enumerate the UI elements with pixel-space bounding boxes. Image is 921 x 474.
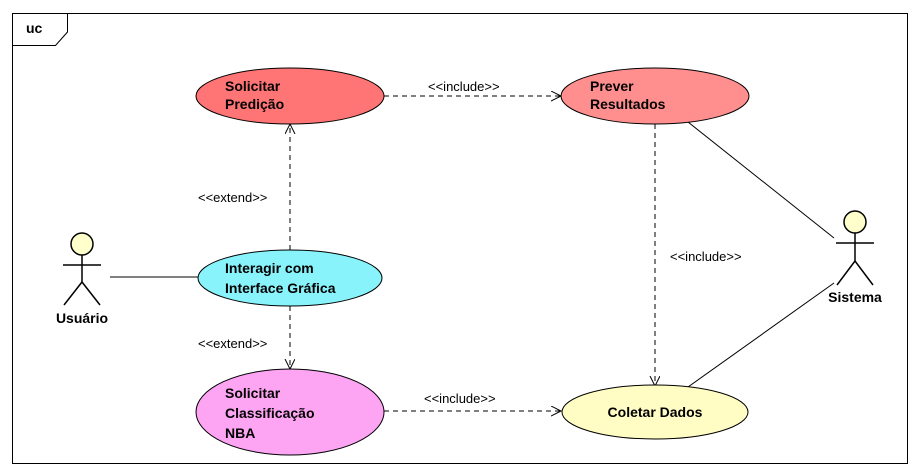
use-case-shape: [195, 67, 385, 125]
use-case-label-line: Solicitar: [225, 78, 281, 94]
diagram-frame: [12, 13, 908, 464]
actor-sistema[interactable]: Sistema: [828, 210, 882, 305]
include-label-classificacao-coletar: <<include>>: [424, 391, 496, 406]
use-case-coletar-dados[interactable]: Coletar Dados: [561, 384, 749, 440]
use-case-shape: [560, 67, 750, 125]
actor-leg-left: [836, 260, 856, 286]
use-case-label-line: Interface Gráfica: [225, 280, 336, 296]
use-case-prever-resultados[interactable]: Prever Resultados: [560, 67, 750, 125]
use-case-solicitar-classificacao[interactable]: Solicitar Classificação NBA: [195, 368, 385, 456]
use-case-solicitar-predicao[interactable]: Solicitar Predição: [195, 67, 385, 125]
use-case-label-line: Classificação: [225, 405, 315, 421]
use-case-shape: [561, 384, 749, 440]
use-case-label-line: Coletar Dados: [608, 404, 703, 420]
actor-leg-right: [81, 281, 101, 306]
frame-tab: [12, 13, 68, 46]
use-case-label-line: Resultados: [590, 96, 666, 112]
extend-label-classificacao-interagir: <<extend>>: [198, 336, 267, 351]
include-label-prever-coletar: <<include>>: [670, 249, 742, 264]
actor-head: [843, 210, 867, 234]
include-label-predicao-prever: <<include>>: [428, 79, 500, 94]
use-case-shape: [195, 368, 385, 456]
use-case-label-line: Solicitar: [225, 385, 281, 401]
use-case-shape: [197, 249, 383, 307]
actor-label: Usuário: [56, 310, 108, 326]
actor-leg-left: [63, 281, 83, 306]
use-case-label-line: Prever: [590, 78, 634, 94]
use-case-label-line: Predição: [225, 96, 284, 112]
use-case-label-line: NBA: [225, 425, 255, 441]
actor-label: Sistema: [828, 289, 882, 305]
frame-label: uc: [26, 20, 43, 36]
association-prever-sistema: [687, 121, 835, 239]
association-coletar-sistema: [687, 282, 835, 388]
extend-label-interagir-predicao: <<extend>>: [198, 190, 267, 205]
actor-leg-right: [854, 260, 874, 286]
use-case-label-line: Interagir com: [225, 260, 314, 276]
use-case-interagir[interactable]: Interagir com Interface Gráfica: [197, 249, 383, 307]
actor-usuario[interactable]: Usuário: [56, 232, 108, 326]
actor-head: [70, 232, 94, 256]
